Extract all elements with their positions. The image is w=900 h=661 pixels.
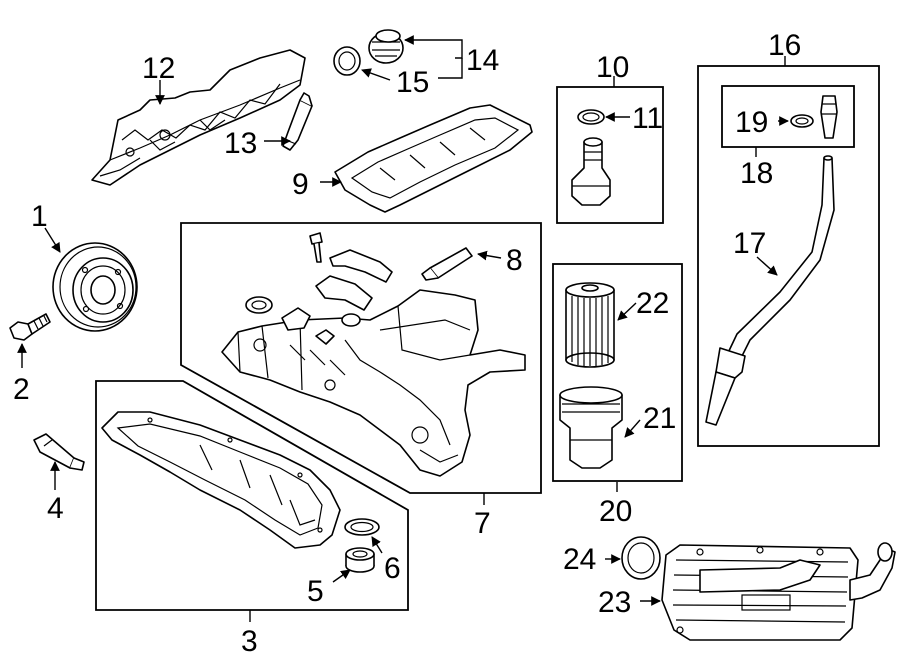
callout-24: 24	[563, 543, 596, 576]
valve-cover-gasket-part	[334, 104, 533, 213]
callout-17: 17	[733, 227, 766, 260]
callout-3: 3	[241, 625, 258, 658]
seal-ring-19-part	[790, 114, 814, 128]
sealant-tube-8-part	[421, 247, 473, 281]
oil-pan-part	[101, 411, 341, 549]
callout-6: 6	[384, 552, 401, 585]
callout-18: 18	[740, 157, 773, 190]
callout-11: 11	[632, 102, 663, 135]
callout-10: 10	[596, 51, 629, 84]
oil-cooler-part	[661, 542, 896, 641]
callout-5: 5	[307, 575, 324, 608]
callout-20: 20	[599, 495, 632, 528]
seal-ring-11-part	[577, 109, 605, 125]
callout-12: 12	[142, 52, 175, 85]
callout-2: 2	[13, 373, 30, 406]
callout-19: 19	[735, 106, 768, 139]
cylinder-head-cover-part	[221, 232, 526, 477]
group-box-10	[556, 86, 664, 224]
group-box-16	[697, 65, 880, 447]
group-box-7	[180, 222, 542, 494]
oil-filler-cap-part	[368, 29, 404, 64]
callout-23: 23	[598, 586, 631, 619]
valve-cover-part	[91, 49, 306, 186]
callout-labels: 1 2 3 4 5 6 7 8 9 10 11 12 13 14 15 16 1…	[13, 29, 801, 658]
oil-filter-element-part	[565, 282, 615, 368]
group-box-18	[721, 85, 855, 148]
callout-16: 16	[768, 29, 801, 62]
seal-ring-15-part	[333, 46, 361, 76]
callout-22: 22	[636, 287, 669, 320]
seal-ring-24-part	[621, 536, 661, 580]
callout-15: 15	[396, 66, 429, 99]
group-box-3	[95, 380, 409, 611]
callout-1: 1	[31, 200, 48, 233]
callout-9: 9	[292, 168, 309, 201]
filter-adapter-part	[571, 137, 611, 206]
sealant-tube-4-part	[33, 433, 85, 471]
tube-fitting-part	[820, 95, 838, 139]
crankshaft-pulley-part	[52, 242, 138, 332]
group-box-20	[552, 263, 683, 482]
callout-8: 8	[506, 244, 523, 277]
leader-lines	[17, 35, 789, 622]
callout-13: 13	[224, 127, 257, 160]
drain-seal-ring-part	[344, 518, 380, 536]
callout-21: 21	[643, 402, 676, 435]
drain-plug-part	[345, 547, 375, 573]
callout-4: 4	[47, 492, 64, 525]
oil-filter-cap-part	[559, 386, 623, 469]
dipstick-tube-part	[705, 155, 835, 426]
pulley-bolt-part	[9, 313, 51, 341]
callout-14: 14	[466, 44, 499, 77]
callout-7: 7	[474, 507, 491, 540]
